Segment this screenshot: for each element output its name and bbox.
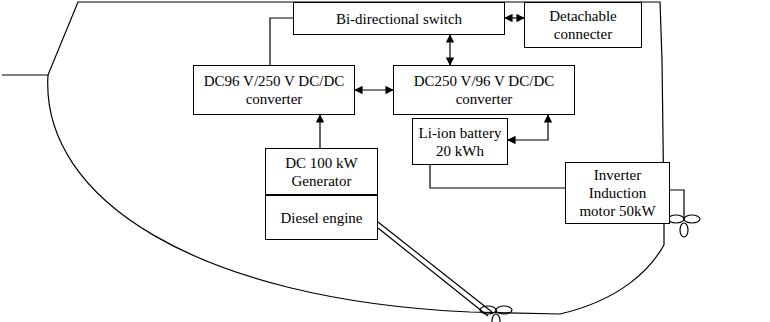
engine-box: Diesel engine bbox=[265, 195, 378, 240]
converter-box: DC96 V/250 V DC/DC converter bbox=[193, 65, 355, 115]
node-label: Inverter Induction motor 50kW bbox=[570, 166, 665, 220]
connector bbox=[505, 17, 524, 18]
node-label: DC250 V/96 V DC/DC converter bbox=[398, 72, 570, 108]
switch-box: Bi-directional switch bbox=[293, 2, 505, 35]
shaft bbox=[378, 228, 488, 316]
node-label: Diesel engine bbox=[280, 209, 362, 227]
connector bbox=[355, 89, 393, 90]
connector bbox=[508, 115, 548, 140]
node-label: DC96 V/250 V DC/DC converter bbox=[198, 72, 350, 108]
propeller bbox=[668, 215, 700, 237]
motor-box: Inverter Induction motor 50kW bbox=[565, 162, 670, 224]
generator-box: DC 100 kW Generator bbox=[265, 148, 378, 195]
converter-box: DC250 V/96 V DC/DC converter bbox=[393, 65, 575, 115]
propeller bbox=[480, 306, 512, 322]
connector-box: Detachable connecter bbox=[524, 2, 642, 48]
node-label: Li-ion battery 20 kWh bbox=[417, 124, 503, 160]
connector bbox=[430, 165, 565, 188]
node-label: Bi-directional switch bbox=[336, 10, 462, 28]
connector bbox=[270, 18, 293, 65]
connector bbox=[449, 35, 450, 65]
node-label: Detachable connecter bbox=[529, 7, 637, 43]
connector bbox=[319, 115, 320, 148]
battery-box: Li-ion battery 20 kWh bbox=[412, 118, 508, 165]
shaft bbox=[378, 222, 492, 312]
motor-shaft bbox=[670, 190, 684, 218]
node-label: DC 100 kW Generator bbox=[270, 154, 373, 190]
